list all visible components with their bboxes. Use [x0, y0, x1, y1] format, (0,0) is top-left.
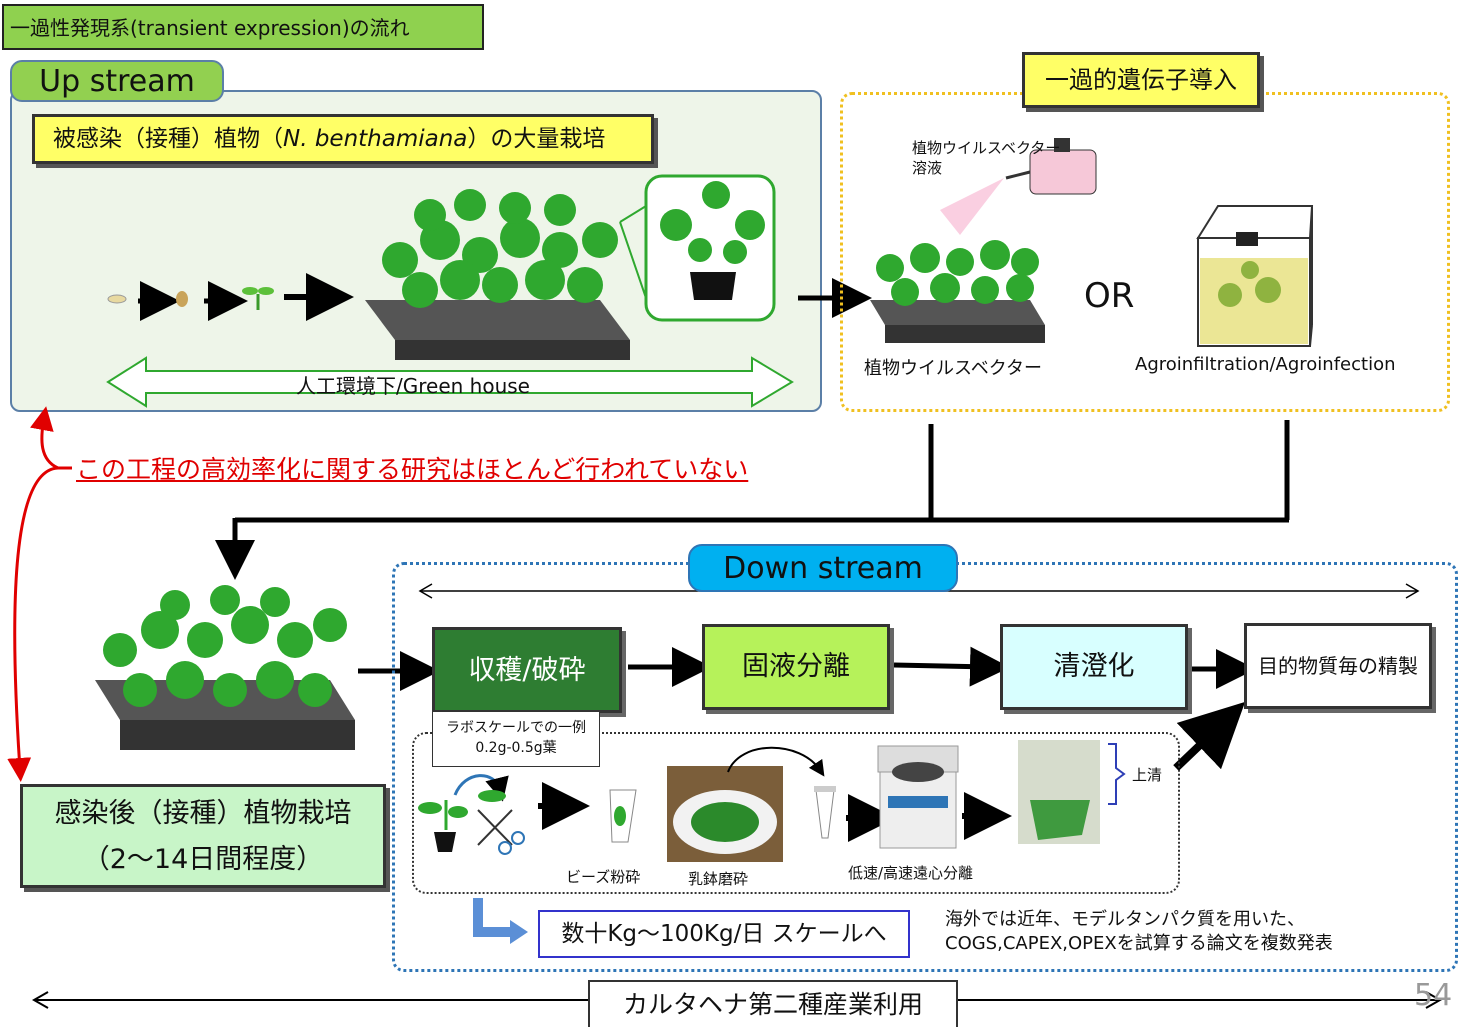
supernatant-label: 上清	[1132, 766, 1163, 784]
red-arrow-up	[30, 406, 59, 470]
arrow-icon	[893, 646, 1010, 687]
environment-label: 人工環境下/Green house	[296, 374, 530, 398]
plant-tray-infected-image	[95, 585, 355, 750]
arrow-icon	[1173, 701, 1246, 771]
overseas-line-1: 海外では近年、モデルタンパク質を用いた、	[945, 909, 1305, 930]
plant-tray-image	[365, 189, 630, 360]
cultivation-prefix: 被感染（接種）植物（	[53, 126, 283, 152]
species-name: N. benthamiana	[283, 126, 468, 152]
lab-scale-note: ラボスケールでの一例 0.2g-0.5g葉	[432, 711, 600, 767]
germinating-seed-icon	[176, 291, 188, 307]
virus-vector-label: 植物ウイルスベクター	[864, 358, 1043, 379]
gene-transfer-title: 一過的遺伝子導入	[1022, 52, 1260, 108]
overseas-note: 海外では近年、モデルタンパク質を用いた、 COGS,CAPEX,OPEXを試算す…	[945, 908, 1333, 956]
cultivation-suffix: ）の大量栽培	[467, 126, 606, 152]
environment-double-arrow	[106, 356, 794, 408]
downstream-tab: Down stream	[688, 544, 958, 592]
spray-label-2: 溶液	[912, 159, 943, 177]
spray-bottle-image	[940, 138, 1097, 235]
lab-scale-line-2: 0.2g-0.5g葉	[475, 740, 557, 756]
mortar-image	[667, 766, 783, 862]
lab-scale-line-1: ラボスケールでの一例	[446, 720, 586, 736]
research-note: この工程の高効率化に関する研究はほとんど行われていない	[76, 455, 749, 484]
page-title: 一過性発現系(transient expression)の流れ	[2, 4, 484, 50]
supernatant-tube-image	[1018, 740, 1126, 844]
scale-up-box: 数十Kg～100Kg/日 スケールへ	[538, 910, 910, 958]
harvest-plant-icon	[418, 800, 468, 852]
centrifuge-label: 低速/高速遠心分離	[848, 864, 974, 882]
infection-line-2: （2～14日間程度）	[82, 844, 324, 875]
bead-tube-icon	[609, 789, 637, 843]
centrifuge-image	[877, 745, 959, 849]
infection-cultivation-box: 感染後（接種）植物栽培 （2～14日間程度）	[20, 784, 386, 888]
overseas-line-2: COGS,CAPEX,OPEXを試算する論文を複数発表	[945, 933, 1333, 954]
step-clarification: 清澄化	[1000, 624, 1188, 710]
step-solid-liquid: 固液分離	[702, 624, 890, 710]
plant-tray-small-image	[870, 240, 1045, 343]
bead-label: ビーズ粉砕	[566, 868, 641, 886]
page-number: 54	[1414, 978, 1453, 1013]
seed-icon	[107, 294, 127, 304]
mortar-label: 乳鉢磨砕	[688, 870, 749, 888]
potted-plant-image	[660, 181, 765, 300]
agro-container-image	[1196, 205, 1314, 347]
upstream-tab: Up stream	[10, 60, 224, 102]
lab-process-panel	[412, 732, 1180, 894]
or-label: OR	[1084, 276, 1135, 316]
microtube-icon	[814, 786, 836, 839]
step-purification: 目的物質毎の精製	[1244, 623, 1432, 709]
red-arrow-down	[7, 466, 59, 782]
seedling-icon	[242, 287, 274, 310]
cultivation-label: 被感染（接種）植物（N. benthamiana）の大量栽培	[32, 114, 654, 164]
cartagena-label: カルタヘナ第二種産業利用	[588, 980, 958, 1027]
spray-label-1: 植物ウイルスベクター	[912, 139, 1061, 157]
agro-label: Agroinfiltration/Agroinfection	[1135, 354, 1396, 375]
infection-line-1: 感染後（接種）植物栽培	[54, 798, 352, 829]
scissors-icon	[477, 790, 525, 855]
step-harvest: 収穫/破砕	[432, 627, 622, 713]
